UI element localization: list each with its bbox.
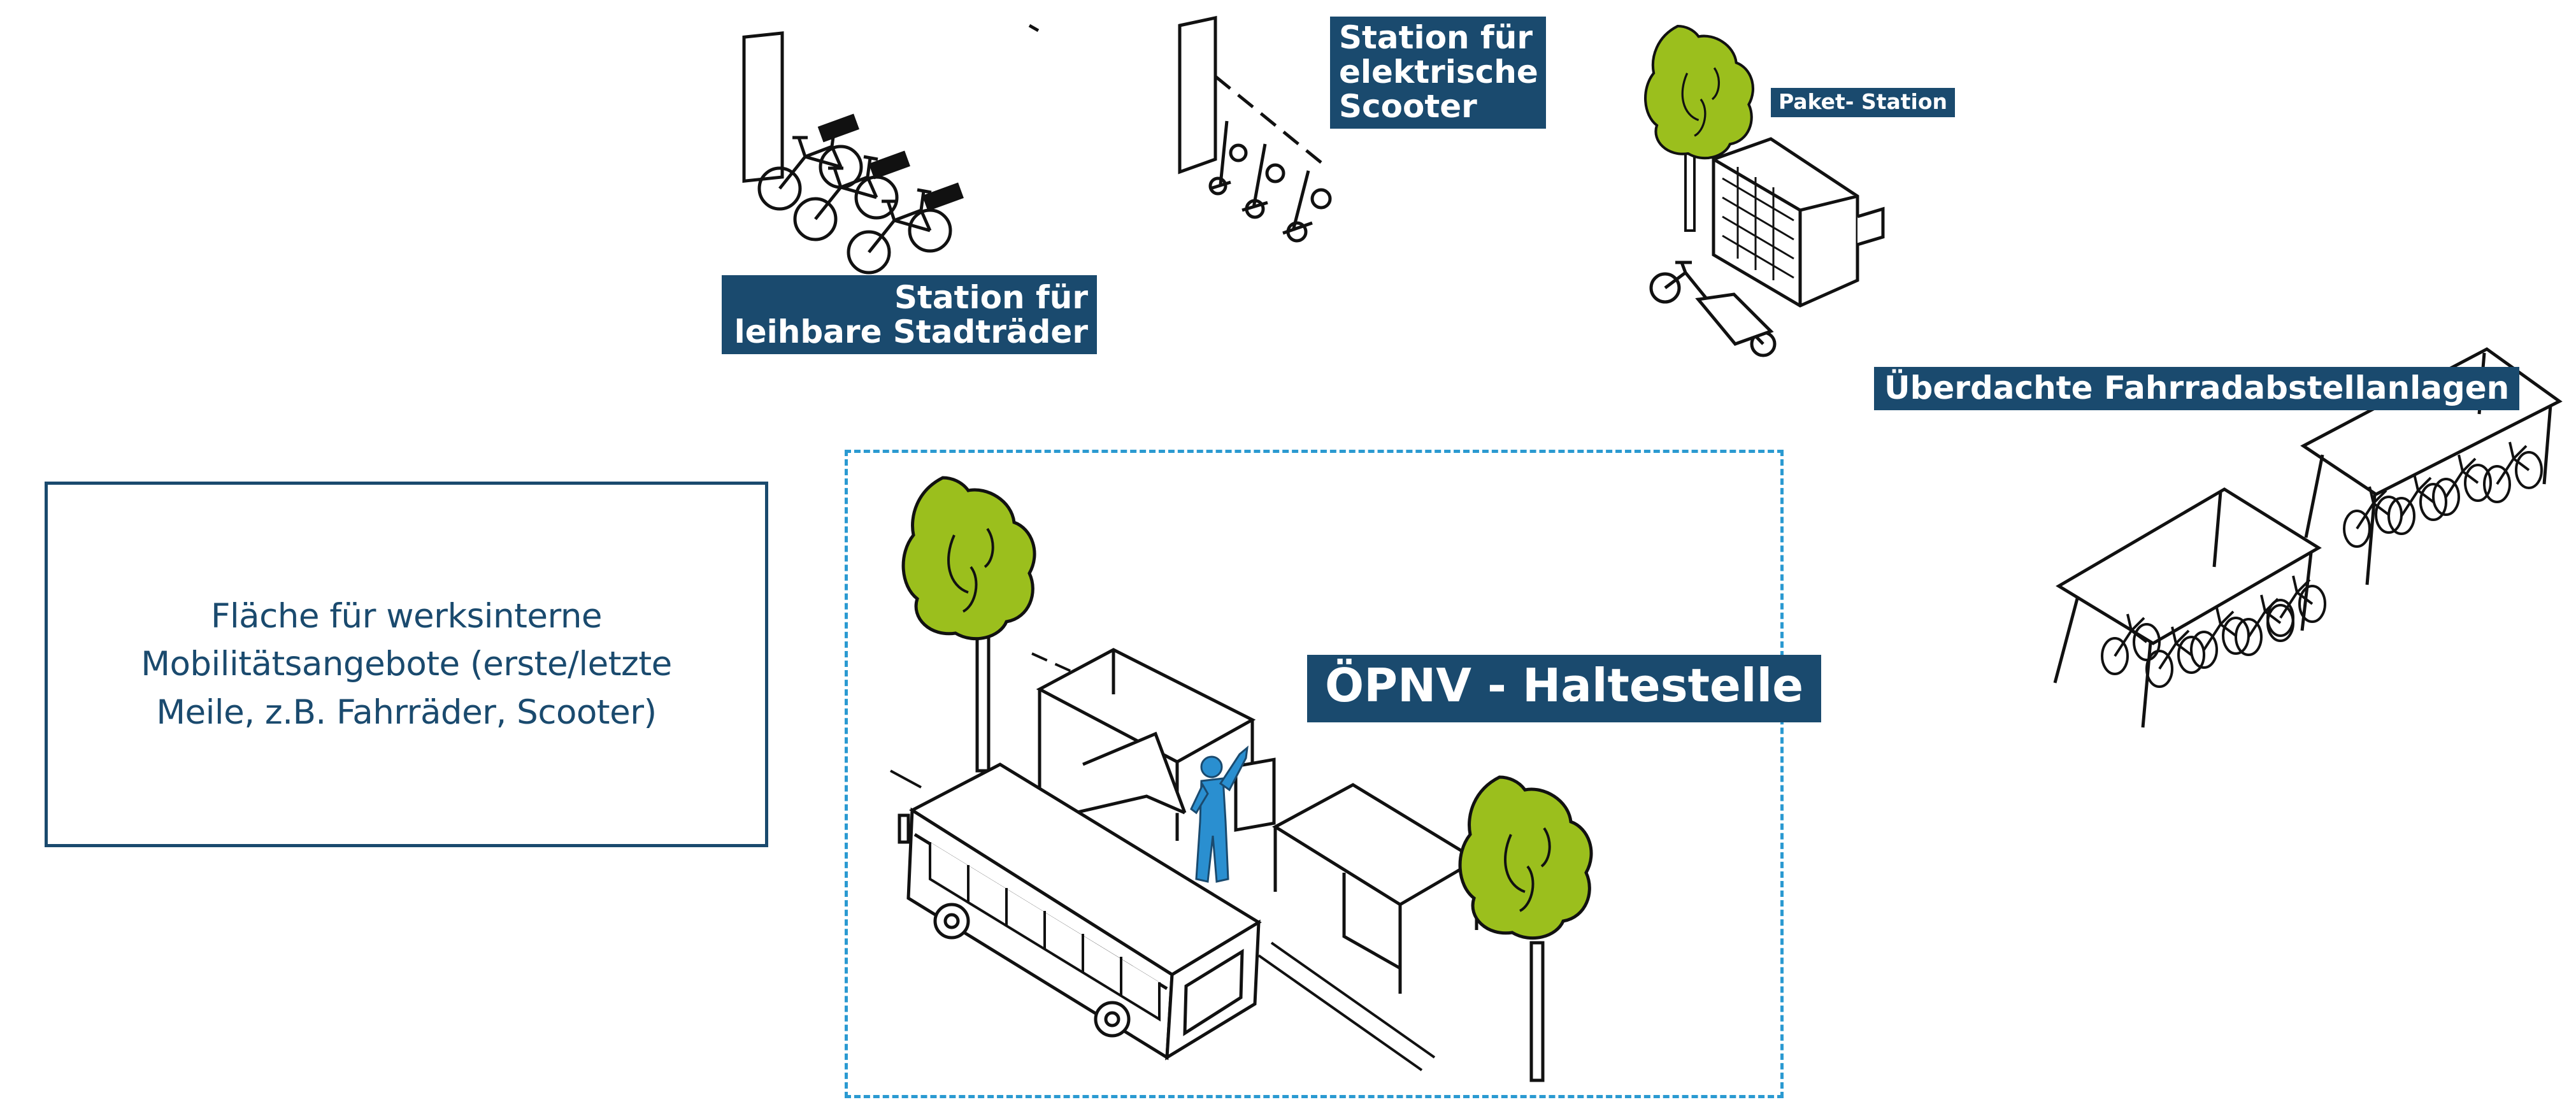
tree-icon bbox=[1645, 26, 1753, 232]
e-scooter-station-icon bbox=[1178, 15, 1332, 243]
internal-mobility-area-text: Fläche für werksinterne Mobilitätsangebo… bbox=[141, 597, 672, 732]
cargo-bike-icon bbox=[1649, 261, 1777, 357]
tree-icon bbox=[1460, 777, 1591, 1082]
parcel-station-label: Paket- Station bbox=[1771, 88, 1956, 117]
internal-mobility-area-box: Fläche für werksinterne Mobilitätsangebo… bbox=[45, 482, 768, 847]
bus-stop-scene bbox=[890, 478, 1591, 1082]
bike-sharing-station-icon bbox=[742, 24, 1040, 273]
tree-icon bbox=[903, 478, 1034, 773]
info-board-icon bbox=[1234, 757, 1276, 832]
parcel-locker-icon bbox=[1712, 137, 1885, 308]
bus-stop-frame bbox=[845, 450, 1784, 1098]
bike-sharing-label: Station für leihbare Stadträder bbox=[721, 275, 1097, 354]
person-icon bbox=[1190, 745, 1249, 883]
bus-icon bbox=[898, 762, 1262, 1061]
bus-shelter-icon bbox=[1036, 648, 1256, 841]
covered-bike-parking-label: Überdachte Fahrradabstellanlagen bbox=[1874, 367, 2520, 410]
bus-stop-label: ÖPNV - Haltestelle bbox=[1307, 655, 1822, 722]
e-scooter-label: Station für elektrische Scooter bbox=[1330, 17, 1546, 129]
